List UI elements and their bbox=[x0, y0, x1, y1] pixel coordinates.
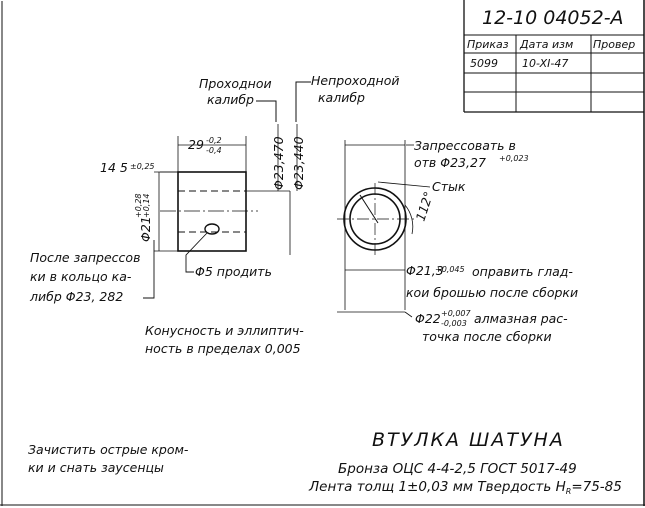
od-tol-upper: +0,28 bbox=[134, 193, 143, 218]
final-tol-upper: +0,007 bbox=[441, 309, 472, 318]
after-press-note-1: После запрессов bbox=[30, 250, 140, 265]
angle-label: 112° bbox=[413, 190, 437, 223]
part-title: ВТУЛКА ШАТУНА bbox=[372, 429, 565, 451]
final-tol-lower: -0,003 bbox=[441, 319, 467, 328]
taper-note-1: Конусность и эллиптич- bbox=[145, 323, 304, 338]
gauge-labels: Проходнои калибр Непроходной калибр Φ23,… bbox=[199, 73, 399, 190]
deburr-note-1: Зачистить острые кром- bbox=[28, 442, 189, 457]
deburr-note-2: ки и снать заусенцы bbox=[28, 460, 164, 475]
length-dimension: 29 bbox=[188, 137, 204, 152]
bore-note-2: кои брошью после сборки bbox=[406, 285, 578, 300]
press-note-2: отв Φ23,27 bbox=[414, 155, 486, 170]
after-press-note-3: либр Φ23, 282 bbox=[29, 289, 123, 304]
go-gauge-label-2: калибр bbox=[207, 92, 254, 107]
nogo-gauge-label-2: калибр bbox=[318, 90, 365, 105]
final-note-1: алмазная рас- bbox=[474, 311, 568, 326]
order-value: 5099 bbox=[470, 57, 498, 70]
col-order: Приказ bbox=[467, 38, 509, 51]
nogo-gauge-dimension: Φ23,440 bbox=[291, 136, 306, 190]
tape-line: Лента толщ 1±0,03 мм Твердость HR=75-85 bbox=[308, 479, 622, 496]
taper-note-2: ность в пределах 0,005 bbox=[145, 341, 301, 356]
press-note-1: Запрессовать в bbox=[414, 138, 516, 153]
bore-note-1: оправить глад- bbox=[472, 264, 573, 279]
title-block: ВТУЛКА ШАТУНА Бронза ОЦС 4-4-2,5 ГОСТ 50… bbox=[308, 429, 622, 496]
bore-tolerance: +0,045 bbox=[435, 265, 465, 274]
material-line: Бронза ОЦС 4-4-2,5 ГОСТ 5017-49 bbox=[338, 461, 577, 477]
col-change-date: Дата изм bbox=[519, 38, 573, 51]
document-number: 12-10 04052-А bbox=[482, 7, 624, 29]
od-tol-lower: +0,14 bbox=[142, 193, 151, 218]
hardness-value: =75-85 bbox=[571, 479, 622, 495]
revision-stamp: 12-10 04052-А Приказ Дата изм Провер 509… bbox=[463, 0, 644, 113]
bore-dimension: Φ21,3 bbox=[406, 263, 444, 278]
chamfer-tolerance: ±0,25 bbox=[130, 162, 155, 171]
hole-note: Φ5 продить bbox=[195, 264, 272, 279]
bushing-end-view: Запрессовать в отв Φ23,27 +0,023 Стык 11… bbox=[337, 138, 578, 344]
go-gauge-dimension: Φ23,470 bbox=[271, 136, 286, 190]
tape-prefix: Лента толщ 1±0,03 мм Твердость H bbox=[308, 479, 566, 495]
go-gauge-label-1: Проходнои bbox=[199, 76, 272, 91]
chamfer-dimension: 14 5 bbox=[100, 160, 128, 175]
press-tolerance: +0,023 bbox=[499, 154, 529, 163]
final-note-2: точка после сборки bbox=[422, 329, 552, 344]
length-tol-lower: -0,4 bbox=[206, 146, 222, 155]
general-notes: Конусность и эллиптич- ность в пределах … bbox=[28, 323, 304, 475]
col-checked: Провер bbox=[593, 38, 635, 51]
after-press-note-2: ки в кольцо ка- bbox=[30, 269, 132, 284]
date-value: 10-XI-47 bbox=[522, 57, 568, 70]
hardness-subscript: R bbox=[566, 487, 572, 496]
bushing-side-view: 29 -0,2 -0,4 14 5 ±0,25 Φ21 +0,28 +0,14 … bbox=[29, 124, 298, 304]
nogo-gauge-label-1: Непроходной bbox=[311, 73, 399, 88]
od-dimension: Φ21 bbox=[138, 216, 153, 242]
length-tol-upper: -0,2 bbox=[206, 136, 222, 145]
joint-label: Стык bbox=[432, 179, 466, 194]
final-dimension: Φ22 bbox=[415, 311, 441, 326]
